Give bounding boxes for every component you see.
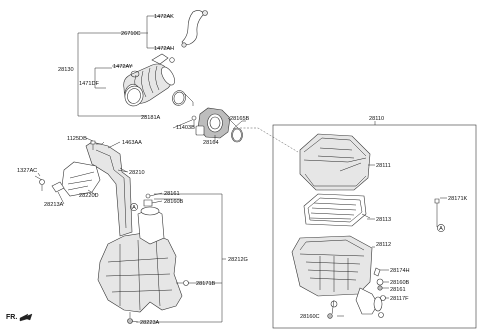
- part-label-1472ay: 1472AY: [113, 64, 133, 70]
- part-label-28112: 28112: [376, 242, 391, 248]
- part-label-1472ah: 1472AH: [154, 46, 174, 52]
- reference-a-left-label: A: [132, 205, 136, 211]
- part-label-28164: 28164: [203, 140, 219, 146]
- part-label-1327ac: 1327AC: [17, 168, 37, 174]
- part-label-28181a: 28181A: [141, 115, 161, 121]
- air-cleaner-group: [291, 133, 440, 319]
- part-label-28161-left: 28161: [164, 191, 180, 197]
- part-label-28160b-left: 28160B: [164, 199, 184, 205]
- part-label-1463aa: 1463AA: [122, 140, 142, 146]
- part-label-11403b: 11403B: [176, 125, 195, 131]
- part-label-28165b: 28165B: [230, 116, 250, 122]
- part-label-28212g: 28212G: [228, 257, 248, 263]
- part-label-28174h: 28174H: [390, 268, 410, 274]
- part-label-28160b-right: 28160B: [390, 280, 410, 286]
- part-label-28171b: 28171B: [196, 281, 216, 287]
- part-label-26710c: 26710C: [121, 31, 141, 37]
- reference-a-left-marker: [130, 203, 138, 211]
- part-label-1125db: 1125DB: [67, 136, 87, 142]
- reference-a-right-label: A: [439, 226, 443, 232]
- part-label-28130: 28130: [58, 67, 74, 73]
- part-label-28223a: 28223A: [140, 320, 160, 326]
- part-label-1471df: 1471DF: [79, 81, 99, 87]
- part-label-1472ak: 1472AK: [154, 14, 174, 20]
- part-label-28160c: 28160C: [300, 314, 320, 320]
- part-label-28161-right: 28161: [390, 287, 406, 293]
- part-label-28110: 28110: [369, 116, 384, 122]
- intake-hose-group: [77, 10, 246, 143]
- part-label-28171k: 28171K: [448, 196, 468, 202]
- reference-a-right-marker: [437, 224, 445, 232]
- front-direction-arrow: FR.: [6, 313, 33, 322]
- part-label-28210: 28210: [129, 170, 145, 176]
- part-label-28111: 28111: [376, 163, 391, 169]
- air-cleaner-assembly-box: [272, 124, 477, 329]
- front-label: FR.: [6, 314, 17, 321]
- part-label-28113: 28113: [376, 217, 391, 223]
- part-label-28220d: 28220D: [79, 193, 99, 199]
- part-label-28213a: 28213A: [44, 202, 64, 208]
- part-label-28117f: 28117F: [390, 296, 409, 302]
- duct-resonator-group: [39, 140, 189, 324]
